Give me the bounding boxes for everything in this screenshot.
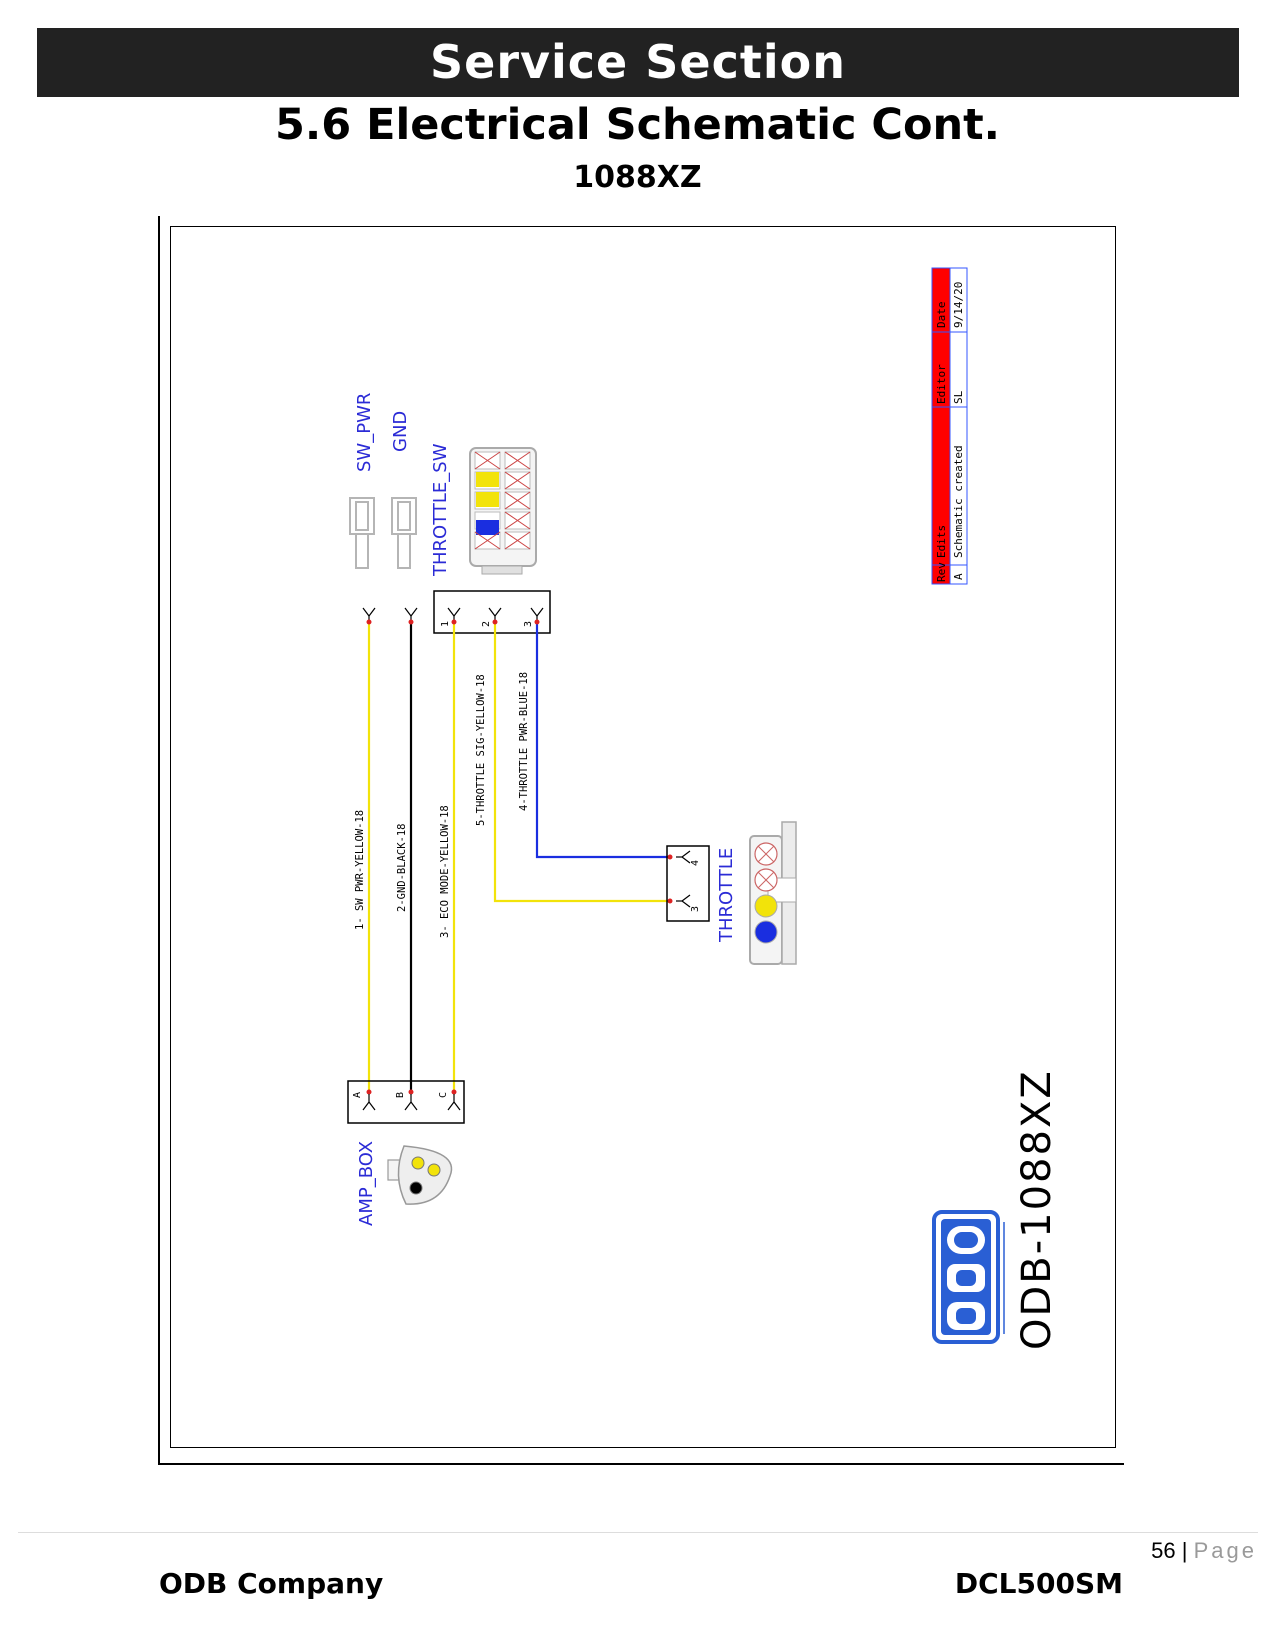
throttle-connector-icon: [749, 821, 797, 965]
page-number-separator: |: [1181, 1538, 1188, 1563]
wire-end-dots: [366, 619, 673, 1095]
throttle-sw-label: THROTTLE_SW: [430, 443, 451, 577]
date-value: 9/14/20: [952, 282, 965, 328]
gnd-terminal-icon: [391, 497, 417, 569]
throttle-sw-pin-1: 1: [440, 621, 451, 627]
date-header: Date: [935, 302, 948, 329]
amp-box-label: AMP_BOX: [356, 1141, 377, 1226]
amp-box-forks: [362, 1094, 461, 1111]
throttle-pin-4: 4: [690, 860, 701, 866]
gnd-label: GND: [390, 411, 411, 452]
wire-throttle-sig: [493, 622, 670, 903]
throttle-pin-3: 3: [690, 906, 701, 912]
section-banner: Service Section: [37, 28, 1239, 97]
throttle-sw-connector-icon: [469, 447, 537, 575]
page-number-value: 56: [1151, 1538, 1176, 1563]
sw-pwr-terminal-icon: [349, 497, 375, 569]
throttle-sw-pin-box: [433, 590, 551, 634]
wire-label-sw-pwr: 1- SW PWR-YELLOW-18: [354, 810, 366, 930]
editor-value: SL: [952, 390, 965, 404]
amp-box-connector-icon: [387, 1145, 453, 1205]
edits-value: Schematic created: [952, 445, 965, 558]
section-title: 5.6 Electrical Schematic Cont.: [274, 100, 1001, 150]
wire-label-throttle-pwr: 4-THROTTLE PWR-BLUE-18: [518, 672, 530, 811]
throttle-forks: [676, 850, 691, 908]
odb-logo-icon: [932, 1210, 1005, 1344]
throttle-sw-pin-3: 3: [523, 621, 534, 627]
throttle-sw-pin-2: 2: [481, 621, 492, 627]
amp-box-pin-c: C: [438, 1092, 449, 1098]
footer-company: ODB Company: [159, 1567, 384, 1600]
wire-throttle-pwr: [535, 622, 670, 859]
drawing-number: ODB-1088XZ: [1014, 1069, 1060, 1350]
edits-header: Edits: [935, 525, 948, 558]
amp-box-pin-b: B: [395, 1092, 406, 1098]
page-number: 56 | Page: [1151, 1538, 1257, 1564]
wire-label-gnd: 2-GND-BLACK-18: [396, 823, 408, 912]
rev-value: A: [952, 573, 965, 580]
throttle-pin-box: [666, 845, 710, 922]
page-word: Page: [1193, 1538, 1257, 1563]
throttle-label: THROTTLE: [716, 848, 737, 943]
wire-label-throttle-sig: 5-THROTTLE SIG-YELLOW-18: [475, 674, 487, 826]
terminal-forks-top: [362, 607, 544, 621]
rev-header: Rev: [935, 562, 948, 582]
wire-label-eco-mode: 3- ECO MODE-YELLOW-18: [439, 805, 451, 938]
model-title: 1088XZ: [573, 160, 702, 195]
revision-table: Rev Edits Editor Date A Schematic create…: [931, 267, 968, 585]
footer-manual: DCL500SM: [954, 1567, 1123, 1600]
schematic-inner-frame: [170, 226, 1116, 1448]
amp-box-pin-box: [347, 1080, 465, 1124]
sw-pwr-label: SW_PWR: [354, 393, 375, 472]
amp-box-pin-a: A: [352, 1092, 363, 1098]
schematic-outer-frame: [158, 216, 1124, 1465]
editor-header: Editor: [935, 364, 948, 404]
electrical-schematic: Rev Edits Editor Date A Schematic create…: [347, 267, 1060, 1350]
footer-divider: [18, 1532, 1258, 1533]
